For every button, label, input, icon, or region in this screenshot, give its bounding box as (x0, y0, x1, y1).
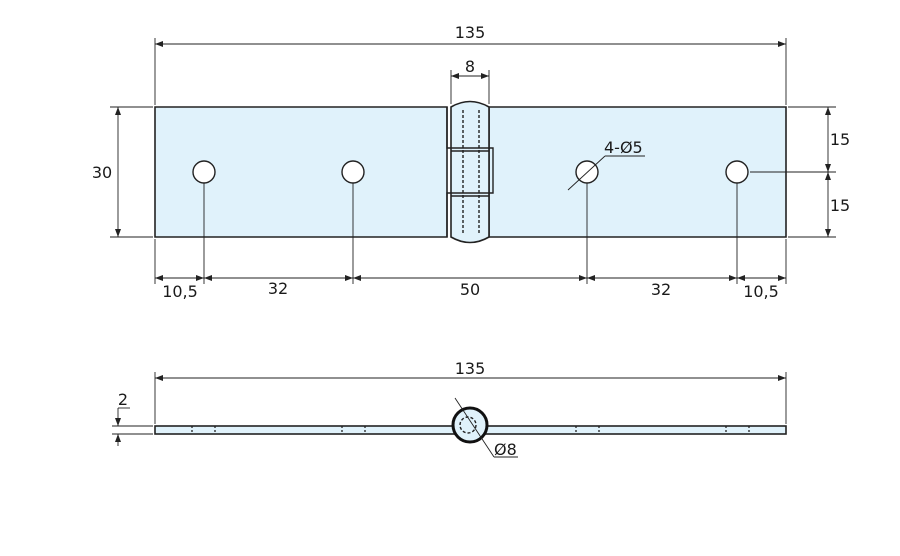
mount-hole (192, 160, 216, 184)
dim-knuckle-diameter: Ø8 (494, 440, 517, 459)
dim-half-height-bottom: 15 (830, 196, 850, 215)
mount-hole (725, 160, 749, 184)
dim-hole-spacing-left: 32 (268, 279, 288, 298)
bottom-dimension-chain: 10,5 32 50 32 10,5 (154, 183, 787, 301)
knuckle-section (451, 406, 489, 444)
knuckle-joint (446, 107, 494, 237)
dim-edge-left: 10,5 (162, 282, 198, 301)
dim-knuckle-width: 8 (465, 57, 475, 76)
dim-side-overall-length: 135 (455, 359, 486, 378)
top-view: 135 8 30 15 15 4-Ø5 (92, 23, 850, 301)
side-view: Ø8 135 2 (112, 359, 787, 459)
knuckle (450, 100, 490, 244)
dim-half-height-top: 15 (830, 130, 850, 149)
mount-hole (341, 160, 365, 184)
dim-hole-spacing-right: 32 (651, 280, 671, 299)
dim-height: 30 (92, 163, 112, 182)
dim-center-spacing: 50 (460, 280, 480, 299)
dim-edge-right: 10,5 (743, 282, 779, 301)
hole-callout: 4-Ø5 (604, 138, 643, 157)
dim-thickness: 2 (118, 390, 128, 409)
dim-overall-length: 135 (455, 23, 486, 42)
